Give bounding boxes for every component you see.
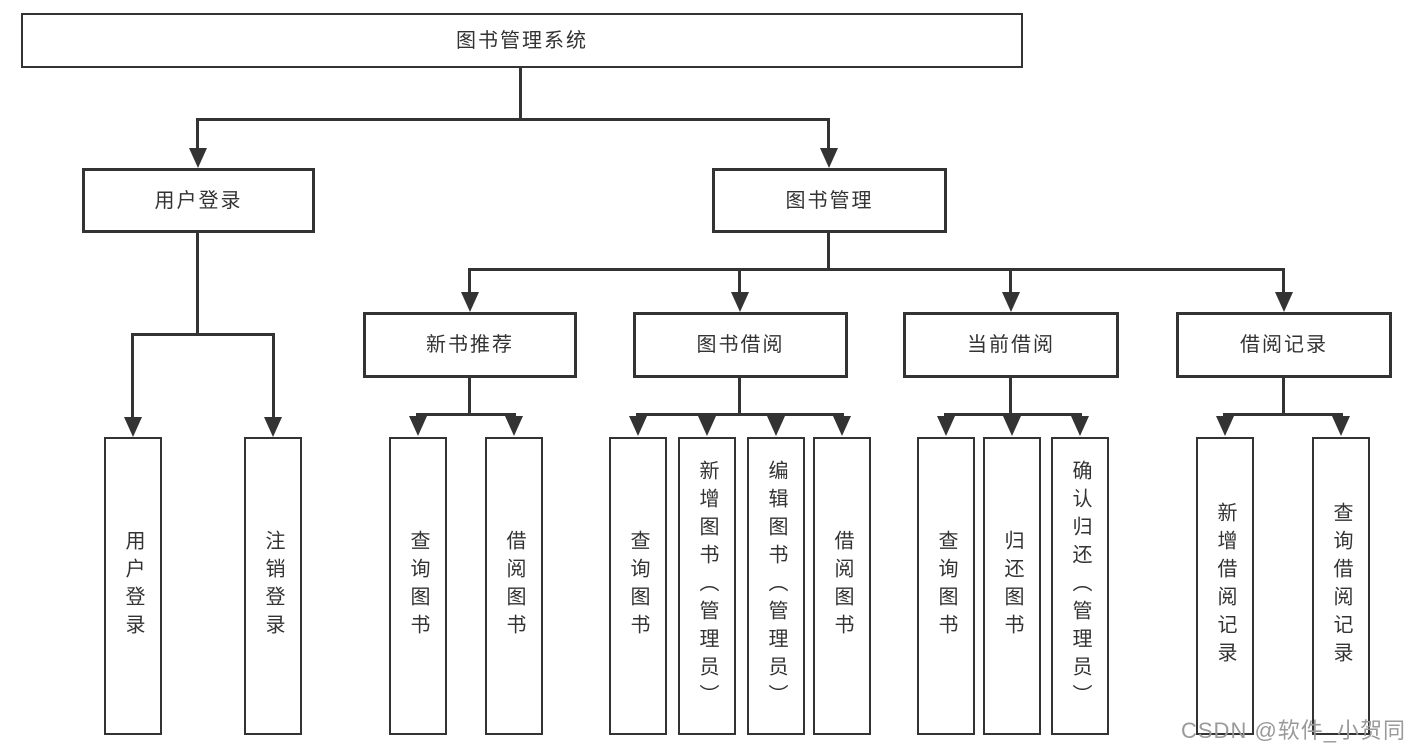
- arrow-down-icon: [264, 417, 282, 437]
- connector-hline: [944, 413, 1082, 416]
- connector-hline: [468, 268, 1285, 271]
- connector-hline: [636, 413, 844, 416]
- connector-hline: [1223, 413, 1343, 416]
- node-book-borrowing: 图书借阅: [633, 312, 848, 378]
- arrow-down-icon: [1003, 416, 1021, 436]
- connector-vline: [1282, 268, 1285, 296]
- arrow-down-icon: [937, 416, 955, 436]
- connector-vline: [1282, 378, 1285, 416]
- connector-vline: [131, 333, 134, 419]
- node-book-management: 图书管理: [712, 168, 947, 233]
- connector-vline: [1009, 378, 1012, 416]
- leaf-return-book: 归还图书: [983, 437, 1041, 735]
- node-current-borrowing: 当前借阅: [903, 312, 1119, 378]
- connector-vline: [468, 268, 471, 296]
- leaf-query-books-recommend: 查询图书: [389, 437, 447, 735]
- leaf-edit-book-admin: 编辑图书（管理员）: [747, 437, 805, 735]
- leaf-query-books-borrow: 查询图书: [609, 437, 667, 735]
- watermark: CSDN @软件_小贺同学: [1181, 718, 1405, 743]
- leaf-query-borrow-record: 查询借阅记录: [1312, 437, 1370, 735]
- connector-hline: [131, 333, 275, 336]
- arrow-down-icon: [698, 416, 716, 436]
- leaf-add-book-admin: 新增图书（管理员）: [678, 437, 736, 735]
- connector-vline: [468, 378, 471, 416]
- connector-hline: [196, 118, 830, 121]
- node-new-book-recommendation: 新书推荐: [363, 312, 577, 378]
- leaf-user-login: 用户登录: [104, 437, 162, 735]
- connector-vline: [1009, 268, 1012, 296]
- arrow-down-icon: [767, 416, 785, 436]
- node-borrowing-records: 借阅记录: [1176, 312, 1392, 378]
- connector-vline: [519, 66, 522, 120]
- arrow-down-icon: [1275, 292, 1293, 312]
- connector-vline: [196, 233, 199, 336]
- leaf-logout: 注销登录: [244, 437, 302, 735]
- arrow-down-icon: [1216, 416, 1234, 436]
- connector-vline: [827, 233, 830, 271]
- arrow-down-icon: [1002, 292, 1020, 312]
- arrow-down-icon: [461, 292, 479, 312]
- node-user-login: 用户登录: [82, 168, 315, 233]
- arrow-down-icon: [629, 416, 647, 436]
- leaf-borrow-book-recommend: 借阅图书: [485, 437, 543, 735]
- arrow-down-icon: [731, 292, 749, 312]
- connector-hline: [416, 413, 516, 416]
- arrow-down-icon: [1332, 416, 1350, 436]
- leaf-add-borrow-record: 新增借阅记录: [1196, 437, 1254, 735]
- node-library-management-system: 图书管理系统: [21, 13, 1023, 68]
- arrow-down-icon: [820, 148, 838, 168]
- arrow-down-icon: [189, 148, 207, 168]
- connector-vline: [738, 268, 741, 296]
- arrow-down-icon: [409, 416, 427, 436]
- arrow-down-icon: [505, 416, 523, 436]
- leaf-query-books-current: 查询图书: [917, 437, 975, 735]
- arrow-down-icon: [1071, 416, 1089, 436]
- connector-vline: [196, 118, 199, 152]
- arrow-down-icon: [124, 417, 142, 437]
- leaf-confirm-return-admin: 确认归还（管理员）: [1051, 437, 1109, 735]
- connector-vline: [738, 378, 741, 416]
- connector-vline: [827, 118, 830, 152]
- connector-vline: [272, 333, 275, 419]
- arrow-down-icon: [833, 416, 851, 436]
- leaf-borrow-book: 借阅图书: [813, 437, 871, 735]
